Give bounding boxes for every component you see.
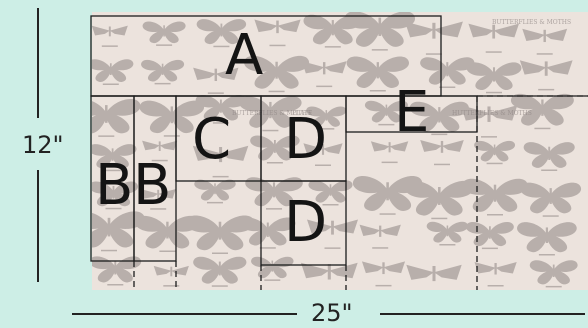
piece-a-outline: [91, 16, 441, 96]
piece-d2-label: D: [284, 195, 327, 251]
piece-b2-label: B: [133, 158, 171, 214]
piece-d1-label: D: [284, 112, 327, 168]
piece-a-label: A: [225, 28, 263, 84]
piece-e-label: E: [394, 85, 429, 141]
piece-b1-label: B: [95, 158, 133, 214]
piece-c-label: C: [192, 112, 231, 168]
